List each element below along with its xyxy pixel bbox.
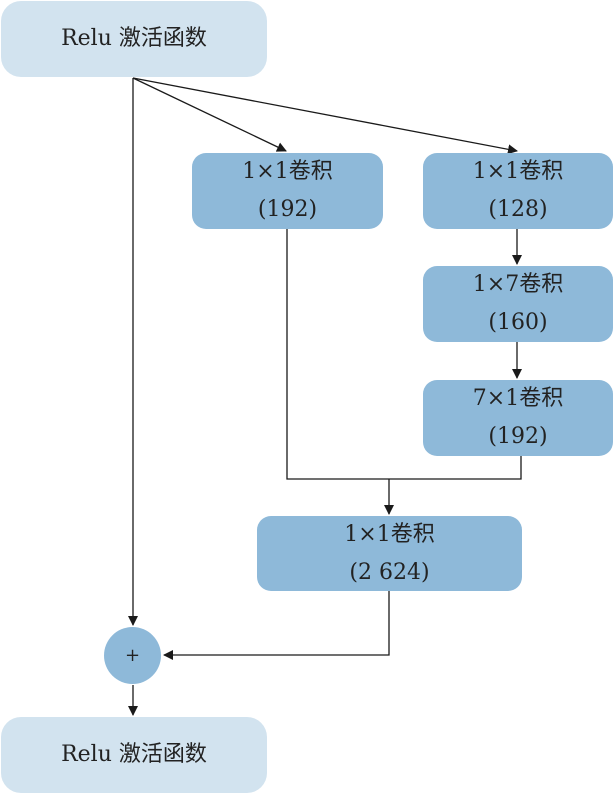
conv-1x1-128-title: 1×1卷积 (472, 159, 564, 184)
conv-1x7-160-filters: (160) (488, 310, 548, 335)
edge-conv-e-to-add (163, 591, 390, 660)
conv-1x1-192-node: 1×1卷积 (192) (192, 153, 383, 229)
conv-1x7-160-node: 1×7卷积 (160) (423, 266, 613, 342)
relu-top-label: Relu 激活函数 (61, 26, 207, 51)
conv-1x7-160-title: 1×7卷积 (472, 272, 564, 297)
edge-branch-merge (286, 229, 522, 480)
conv-1x1-2624-node: 1×1卷积 (2 624) (257, 516, 522, 591)
conv-1x1-2624-filters: (2 624) (349, 559, 430, 585)
add-symbol: + (124, 645, 141, 666)
conv-1x1-2624-title: 1×1卷积 (344, 521, 435, 547)
conv-1x1-128-filters: (128) (488, 197, 548, 222)
edge-relu-to-conv-a (132, 77, 287, 152)
relu-bottom-node: Relu 激活函数 (1, 717, 267, 793)
conv-7x1-192-title: 7×1卷积 (472, 386, 564, 411)
edge-relu-to-conv-b (132, 77, 518, 155)
add-node: + (104, 627, 161, 684)
conv-1x1-192-title: 1×1卷积 (242, 159, 333, 184)
conv-1x1-128-node: 1×1卷积 (128) (423, 153, 613, 229)
conv-7x1-192-filters: (192) (488, 424, 548, 449)
conv-1x1-192-filters: (192) (257, 197, 318, 222)
relu-bottom-label: Relu 激活函数 (61, 742, 207, 767)
relu-top-node: Relu 激活函数 (1, 1, 267, 77)
conv-7x1-192-node: 7×1卷积 (192) (423, 380, 613, 456)
